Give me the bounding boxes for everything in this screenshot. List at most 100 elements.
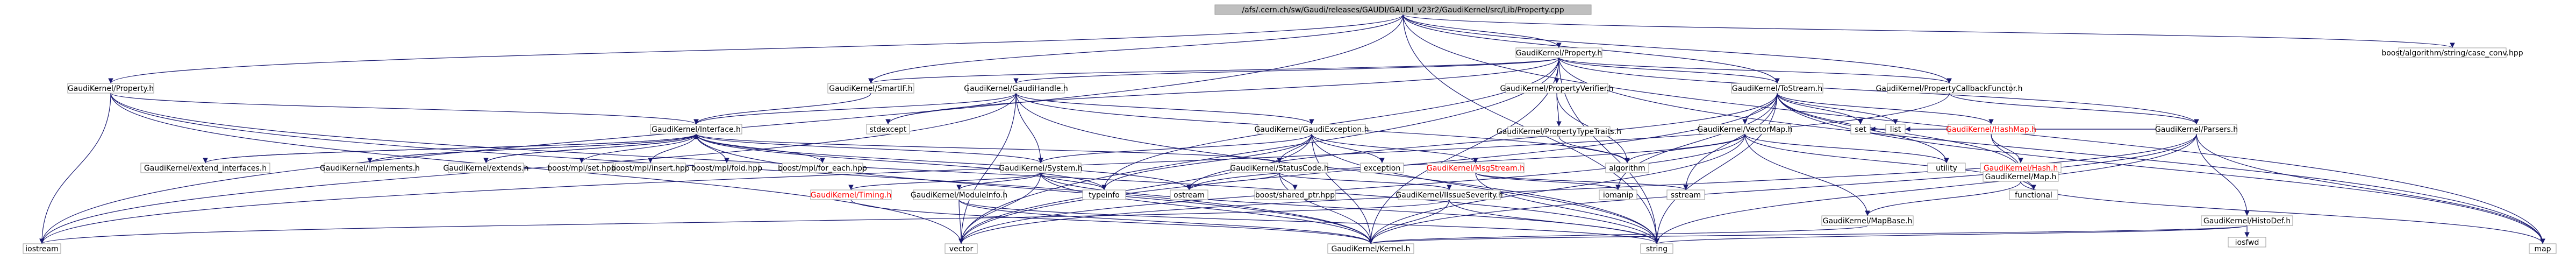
graph-node[interactable]: GaudiKernel/HistoDef.h (2201, 215, 2293, 226)
graph-root-node[interactable]: /afs/.cern.ch/sw/Gaudi/releases/GAUDI/GA… (1214, 4, 1592, 15)
dependency-edge (1277, 133, 1312, 164)
node-label: iosfwd (2235, 238, 2259, 247)
graph-node[interactable]: GaudiKernel/Map.h (1983, 171, 2059, 182)
graph-node[interactable]: GaudiKernel/Parsers.h (2155, 124, 2238, 135)
graph-node[interactable]: GaudiKernel/System.h (999, 163, 1083, 173)
graph-node[interactable]: vector (944, 243, 978, 254)
graph-node[interactable]: boost/algorithm/string/case_conv.hpp (2381, 47, 2523, 58)
dependency-edge (1558, 57, 2545, 244)
dependency-edge (1368, 133, 2197, 244)
node-label: GaudiKernel/ModuleInfo.h (911, 191, 1007, 200)
graph-node[interactable]: GaudiKernel/PropertyCallbackFunctor.h (1876, 83, 2023, 94)
graph-node[interactable]: utility (1927, 163, 1966, 173)
node-label: vector (949, 245, 974, 253)
dependency-edge (1279, 172, 1452, 191)
dependency-edge (848, 172, 1041, 191)
node-label: set (1855, 125, 1866, 134)
graph-node[interactable]: GaudiKernel/GaudiHandle.h (964, 83, 1068, 94)
node-box (1605, 163, 1649, 173)
graph-node[interactable]: typeinfo (1082, 189, 1126, 200)
node-label: GaudiKernel/Map.h (1985, 173, 2057, 181)
dependency-edge (885, 93, 1017, 125)
graph-node[interactable]: list (1885, 124, 1906, 135)
node-box (1505, 83, 1608, 94)
dependency-edge (1311, 133, 1385, 164)
graph-node[interactable]: boost/mpl/for_each.hpp (778, 163, 867, 173)
graph-node[interactable]: iosfwd (2228, 237, 2266, 248)
graph-node[interactable]: boost/mpl/fold.hpp (691, 163, 762, 173)
node-box (1230, 163, 1328, 173)
graph-node[interactable]: GaudiKernel/VectorMap.h (1697, 124, 1793, 135)
graph-node[interactable]: GaudiKernel/StatusCode.h (1230, 163, 1329, 173)
dependency-edge (2196, 133, 2250, 216)
node-box (1254, 189, 1336, 200)
graph-node[interactable]: GaudiKernel/PropertyVerifier.h (1500, 83, 1614, 94)
graph-node[interactable]: GaudiKernel/Hash.h (1980, 163, 2062, 173)
dependency-edge (696, 133, 1192, 191)
dependency-edge (1949, 93, 2199, 125)
node-box (913, 189, 1005, 200)
graph-node[interactable]: GaudiKernel/GaudiException.h (1254, 124, 1369, 135)
graph-node[interactable]: GaudiKernel/ToStream.h (1731, 83, 1823, 94)
graph-node[interactable]: GaudiKernel/HashMap.h (1946, 124, 2036, 135)
node-label: GaudiKernel/StatusCode.h (1230, 164, 1329, 173)
graph-node[interactable]: GaudiKernel/Kernel.h (1327, 243, 1414, 254)
node-label: boost/mpl/set.hpp (547, 164, 616, 173)
graph-node[interactable]: boost/mpl/set.hpp (547, 163, 616, 173)
node-box (1170, 189, 1208, 200)
dependency-edge (1558, 57, 1780, 84)
graph-node[interactable]: set (1850, 124, 1871, 135)
graph-node[interactable]: algorithm (1605, 163, 1649, 173)
node-box (827, 83, 914, 94)
graph-node[interactable]: GaudiKernel/extends.h (443, 163, 529, 173)
dependency-edge (39, 93, 111, 244)
node-box (1599, 189, 1637, 200)
dependency-edge (1040, 172, 1107, 191)
graph-node[interactable]: GaudiKernel/SmartIF.h (827, 83, 914, 94)
graph-node[interactable]: GaudiKernel/Interface.h (650, 124, 742, 135)
graph-node[interactable]: map (2529, 243, 2557, 254)
node-label: GaudiKernel/Property.h (1516, 49, 1602, 58)
graph-node[interactable]: GaudiKernel/IIssueSeverity.h (1396, 189, 1503, 200)
node-label: GaudiKernel/PropertyTypeTraits.h (1497, 128, 1621, 136)
node-box (1948, 124, 2035, 135)
dependency-edge (1475, 172, 1688, 191)
graph-node[interactable]: GaudiKernel/implements.h (320, 163, 420, 173)
graph-node[interactable]: GaudiKernel/ModuleInfo.h (911, 189, 1007, 200)
graph-node[interactable]: boost/mpl/insert.hpp (611, 163, 690, 173)
graph-node[interactable]: GaudiKernel/Property.h (1515, 47, 1602, 58)
graph-node[interactable]: boost/shared_ptr.hpp (1254, 189, 1336, 200)
dependency-edge (696, 133, 1107, 191)
node-box (1666, 189, 1705, 200)
node-label: boost/mpl/for_each.hpp (778, 164, 867, 173)
graph-node[interactable]: GaudiKernel/MapBase.h (1821, 215, 1914, 226)
graph-node[interactable]: stdexcept (866, 124, 910, 135)
graph-node[interactable]: GaudiKernel/PropertyTypeTraits.h (1497, 126, 1621, 137)
node-label: boost/shared_ptr.hpp (1255, 191, 1335, 200)
nodes-layer: /afs/.cern.ch/sw/Gaudi/releases/GAUDI/GA… (23, 4, 2557, 254)
dependency-edge (1368, 133, 1745, 244)
graph-node[interactable]: GaudiKernel/MsgStream.h (1427, 163, 1525, 173)
graph-node[interactable]: iostream (23, 243, 61, 254)
node-box (782, 163, 863, 173)
dependency-edge (958, 133, 1745, 244)
node-label: /afs/.cern.ch/sw/Gaudi/releases/GAUDI/GA… (1242, 6, 1564, 15)
dependency-edge (1777, 93, 1994, 125)
graph-node[interactable]: ostream (1170, 189, 1208, 200)
graph-node[interactable]: iomanip (1599, 189, 1637, 200)
graph-node[interactable]: GaudiKernel/extend_interfaces.h (140, 163, 270, 173)
dependency-edge (958, 199, 964, 244)
dependency-edge (1040, 172, 1659, 244)
node-box (1427, 163, 1525, 173)
graph-node[interactable]: functional (2009, 189, 2058, 200)
dependency-edge (485, 133, 699, 164)
dependency-edge (958, 199, 1373, 244)
graph-node[interactable]: GaudiKernel/Property.h (67, 83, 154, 94)
graph-node[interactable]: GaudiKernel/Timing.h (810, 189, 892, 200)
graph-node[interactable]: sstream (1666, 189, 1705, 200)
node-box (944, 243, 978, 254)
graph-node[interactable]: string (1640, 243, 1673, 254)
graph-node[interactable]: exception (1360, 163, 1404, 173)
dependency-edge (1101, 57, 1559, 191)
dependency-edge (1038, 133, 1312, 164)
